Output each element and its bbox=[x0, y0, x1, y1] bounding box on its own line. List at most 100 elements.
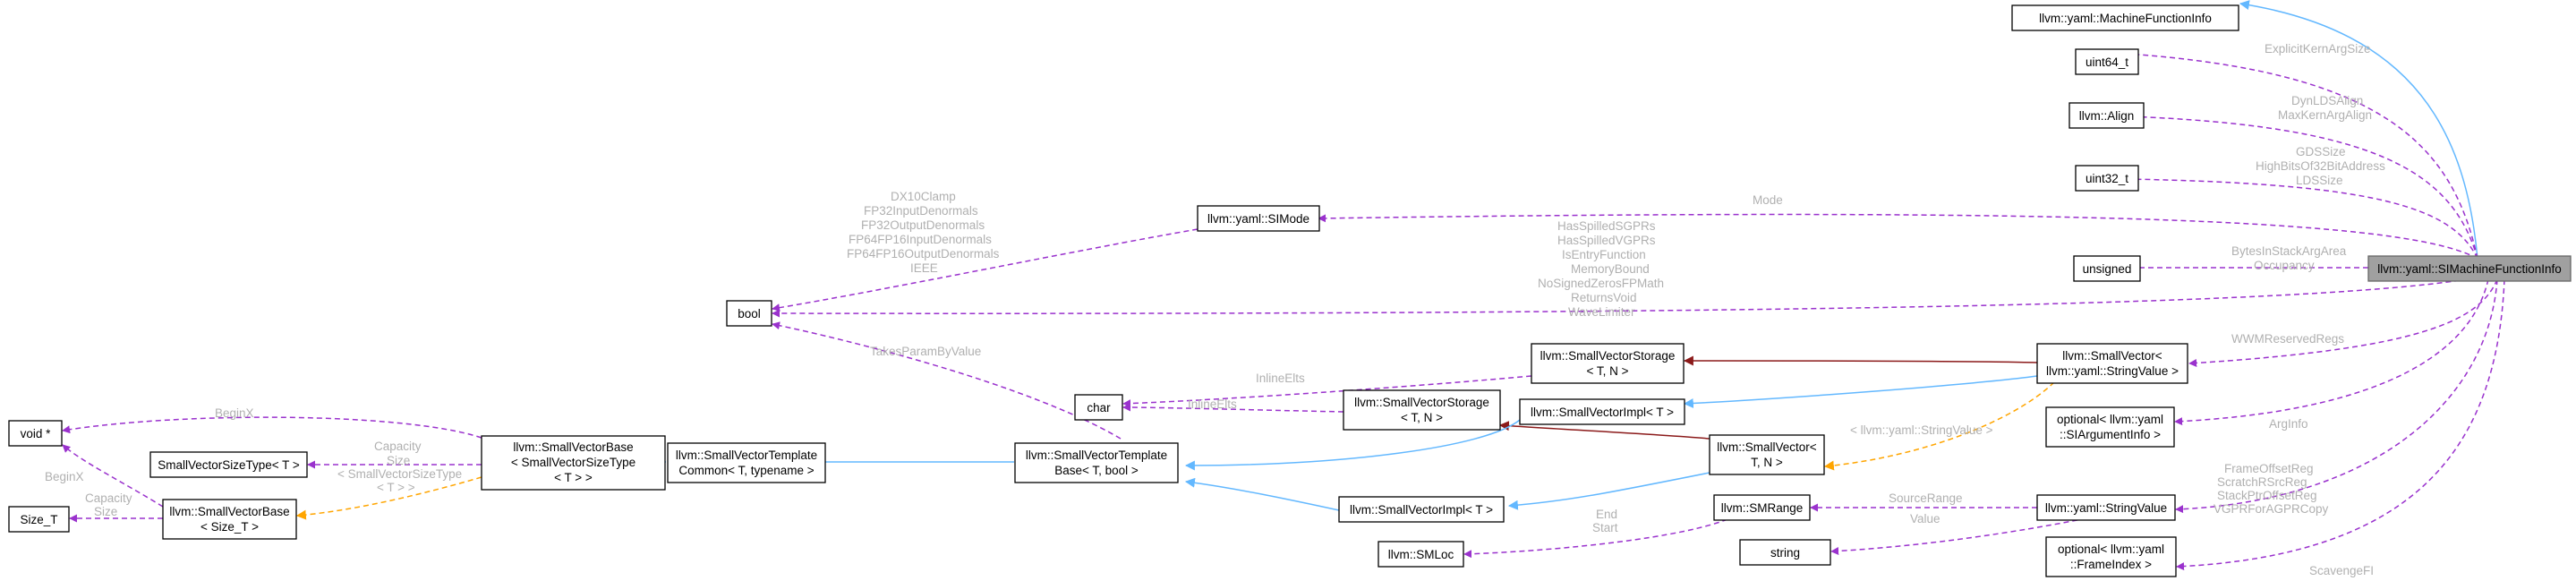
node-sm-range[interactable]: llvm::SMRange bbox=[1713, 494, 1811, 521]
node-si-mode[interactable]: llvm::yaml::SIMode bbox=[1197, 205, 1320, 232]
node-label: char bbox=[1087, 401, 1111, 414]
node-label: llvm::SmallVectorImpl< T > bbox=[1531, 406, 1674, 419]
node-small-vector[interactable]: llvm::SmallVector< T, N > bbox=[1709, 434, 1825, 475]
node-small-vector-base-size-type[interactable]: llvm::SmallVectorBase < SmallVectorSizeT… bbox=[481, 435, 666, 491]
node-label: < Size_T > bbox=[200, 520, 259, 534]
node-label: llvm::SMLoc bbox=[1388, 548, 1454, 561]
node-label: llvm::SmallVector< bbox=[1717, 440, 1817, 454]
edge-label: BeginX bbox=[215, 406, 254, 420]
node-label: Base< T, bool > bbox=[1054, 464, 1139, 477]
edge-mfi-to-simfi bbox=[2239, 0, 2478, 260]
edge-bool-to-simfi: HasSpilledSGPRs HasSpilledVGPRs IsEntryF… bbox=[772, 219, 2478, 319]
node-small-vector-template-base[interactable]: llvm::SmallVectorTemplate Base< T, bool … bbox=[1014, 442, 1179, 483]
edge-label: LDSSize bbox=[2296, 174, 2343, 187]
edge-label: Capacity bbox=[85, 491, 132, 505]
node-optional-frame-index[interactable]: optional< llvm::yaml ::FrameIndex > bbox=[2045, 536, 2177, 577]
edge-label: Value bbox=[1910, 512, 1941, 525]
edge-string-to-string-value: Value bbox=[1830, 512, 2087, 556]
node-label: llvm::SmallVectorStorage bbox=[1540, 349, 1676, 363]
node-label: llvm::yaml::MachineFunctionInfo bbox=[2039, 12, 2212, 25]
edge-label: ArgInfo bbox=[2269, 417, 2308, 431]
edge-label: Capacity bbox=[374, 440, 422, 453]
node-label: llvm::yaml::StringValue > bbox=[2046, 364, 2179, 378]
node-small-vector-base-size-t[interactable]: llvm::SmallVectorBase < Size_T > bbox=[162, 499, 297, 540]
edge-label: Occupancy bbox=[2254, 259, 2315, 272]
node-si-machine-function-info[interactable]: llvm::yaml::SIMachineFunctionInfo bbox=[2367, 255, 2572, 282]
edge-uint64-to-simfi: ExplicitKernArgSize bbox=[2126, 42, 2478, 260]
node-small-vector-storage-1[interactable]: llvm::SmallVectorStorage < T, N > bbox=[1531, 343, 1685, 384]
edge-label: IsEntryFunction bbox=[1562, 248, 1646, 261]
node-string[interactable]: string bbox=[1739, 539, 1831, 566]
edge-smrange-to-string-value: SourceRange bbox=[1810, 491, 2037, 512]
edge-label: Mode bbox=[1753, 193, 1783, 207]
nodes: llvm::yaml::MachineFunctionInfo uint64_t… bbox=[8, 4, 2572, 577]
node-small-vector-string-value[interactable]: llvm::SmallVector< llvm::yaml::StringVal… bbox=[2036, 343, 2188, 384]
node-small-vector-size-type[interactable]: SmallVectorSizeType< T > bbox=[149, 451, 308, 478]
edge-label: < llvm::yaml::StringValue > bbox=[1850, 423, 1993, 437]
node-label: SmallVectorSizeType< T > bbox=[158, 458, 300, 472]
edge-label: WWMReservedRegs bbox=[2231, 332, 2344, 346]
edge-char-to-svs2: InlineElts bbox=[1122, 397, 1344, 413]
node-label: unsigned bbox=[2083, 262, 2132, 276]
edge-svtb-to-svi1 bbox=[1184, 419, 1521, 471]
edge-label: SourceRange bbox=[1889, 491, 1963, 505]
node-label: llvm::yaml::SIMode bbox=[1207, 212, 1309, 226]
node-machine-function-info[interactable]: llvm::yaml::MachineFunctionInfo bbox=[2011, 4, 2239, 31]
edge-label: End bbox=[1596, 508, 1617, 521]
node-small-vector-impl-1[interactable]: llvm::SmallVectorImpl< T > bbox=[1519, 398, 1685, 425]
edge-svsv-to-simfi: WWMReservedRegs bbox=[2188, 278, 2498, 367]
edge-argument-info-to-simfi: ArgInfo bbox=[2174, 278, 2489, 431]
edge-label: GDSSize bbox=[2296, 145, 2346, 158]
node-void-ptr[interactable]: void * bbox=[8, 420, 63, 447]
node-small-vector-template-common[interactable]: llvm::SmallVectorTemplate Common< T, typ… bbox=[667, 442, 826, 483]
edge-label: InlineElts bbox=[1256, 372, 1305, 385]
node-label: void * bbox=[21, 427, 52, 440]
node-label: llvm::SmallVectorBase bbox=[513, 440, 633, 454]
edge-label: InlineElts bbox=[1188, 397, 1237, 411]
node-sm-loc[interactable]: llvm::SMLoc bbox=[1378, 541, 1464, 568]
node-string-value[interactable]: llvm::yaml::StringValue bbox=[2036, 494, 2176, 521]
node-small-vector-storage-2[interactable]: llvm::SmallVectorStorage < T, N > bbox=[1343, 389, 1501, 431]
node-label: ::SIArgumentInfo > bbox=[2060, 428, 2161, 441]
node-optional-si-argument-info[interactable]: optional< llvm::yaml ::SIArgumentInfo > bbox=[2045, 406, 2175, 448]
edge-voidptr-to-svbsizet: BeginX bbox=[45, 444, 164, 508]
edge-label: Size bbox=[94, 505, 117, 518]
node-unsigned[interactable]: unsigned bbox=[2073, 255, 2141, 282]
node-small-vector-impl-2[interactable]: llvm::SmallVectorImpl< T > bbox=[1338, 496, 1505, 523]
edge-label: Start bbox=[1592, 521, 1618, 534]
edge-simode-to-simfi: Mode bbox=[1318, 193, 2478, 260]
node-label: llvm::SmallVectorTemplate bbox=[1026, 449, 1167, 462]
node-size-t[interactable]: Size_T bbox=[8, 506, 70, 533]
edge-svs1-to-svsv bbox=[1683, 355, 2038, 366]
node-align[interactable]: llvm::Align bbox=[2068, 102, 2145, 129]
edge-frame-index-to-simfi: ScavengeFI bbox=[2176, 278, 2505, 577]
node-label: < T, N > bbox=[1586, 364, 1628, 378]
edge-char-to-svs1: InlineElts bbox=[1122, 372, 1532, 408]
edge-label: ReturnsVoid bbox=[1571, 291, 1637, 304]
node-label: < SmallVectorSizeType bbox=[511, 456, 635, 469]
edge-svs2-to-sv bbox=[1498, 421, 1710, 440]
edge-voidptr-to-svbst: BeginX bbox=[62, 406, 482, 439]
node-label: llvm::SmallVectorTemplate bbox=[676, 449, 817, 462]
edge-label: HasSpilledVGPRs bbox=[1557, 234, 1656, 247]
edge-label: TakesParamByValue bbox=[870, 345, 981, 358]
edge-label: BeginX bbox=[45, 470, 84, 483]
node-label: optional< llvm::yaml bbox=[2057, 413, 2163, 426]
edge-label: Size bbox=[387, 454, 410, 467]
node-label: < T, N > bbox=[1401, 411, 1443, 424]
node-label: llvm::SmallVector< bbox=[2062, 349, 2162, 363]
node-bool[interactable]: bool bbox=[726, 300, 772, 327]
edge-unsigned-to-simfi: BytesInStackArgArea Occupancy bbox=[2126, 244, 2368, 272]
edge-label: VGPRForAGPRCopy bbox=[2213, 502, 2329, 516]
edge-svbsizet-to-svbst: < SmallVectorSizeType < T > > bbox=[295, 467, 482, 520]
node-label: uint64_t bbox=[2086, 56, 2128, 69]
node-label: Size_T bbox=[20, 513, 57, 526]
edge-label: FP32InputDenormals bbox=[864, 204, 978, 218]
node-uint64-t[interactable]: uint64_t bbox=[2075, 48, 2139, 75]
edge-svtb-to-svi2 bbox=[1184, 477, 1340, 511]
edge-label: < T > > bbox=[377, 481, 415, 494]
node-char[interactable]: char bbox=[1074, 394, 1123, 421]
node-label: llvm::SmallVectorImpl< T > bbox=[1350, 503, 1493, 517]
node-uint32-t[interactable]: uint32_t bbox=[2075, 165, 2139, 192]
